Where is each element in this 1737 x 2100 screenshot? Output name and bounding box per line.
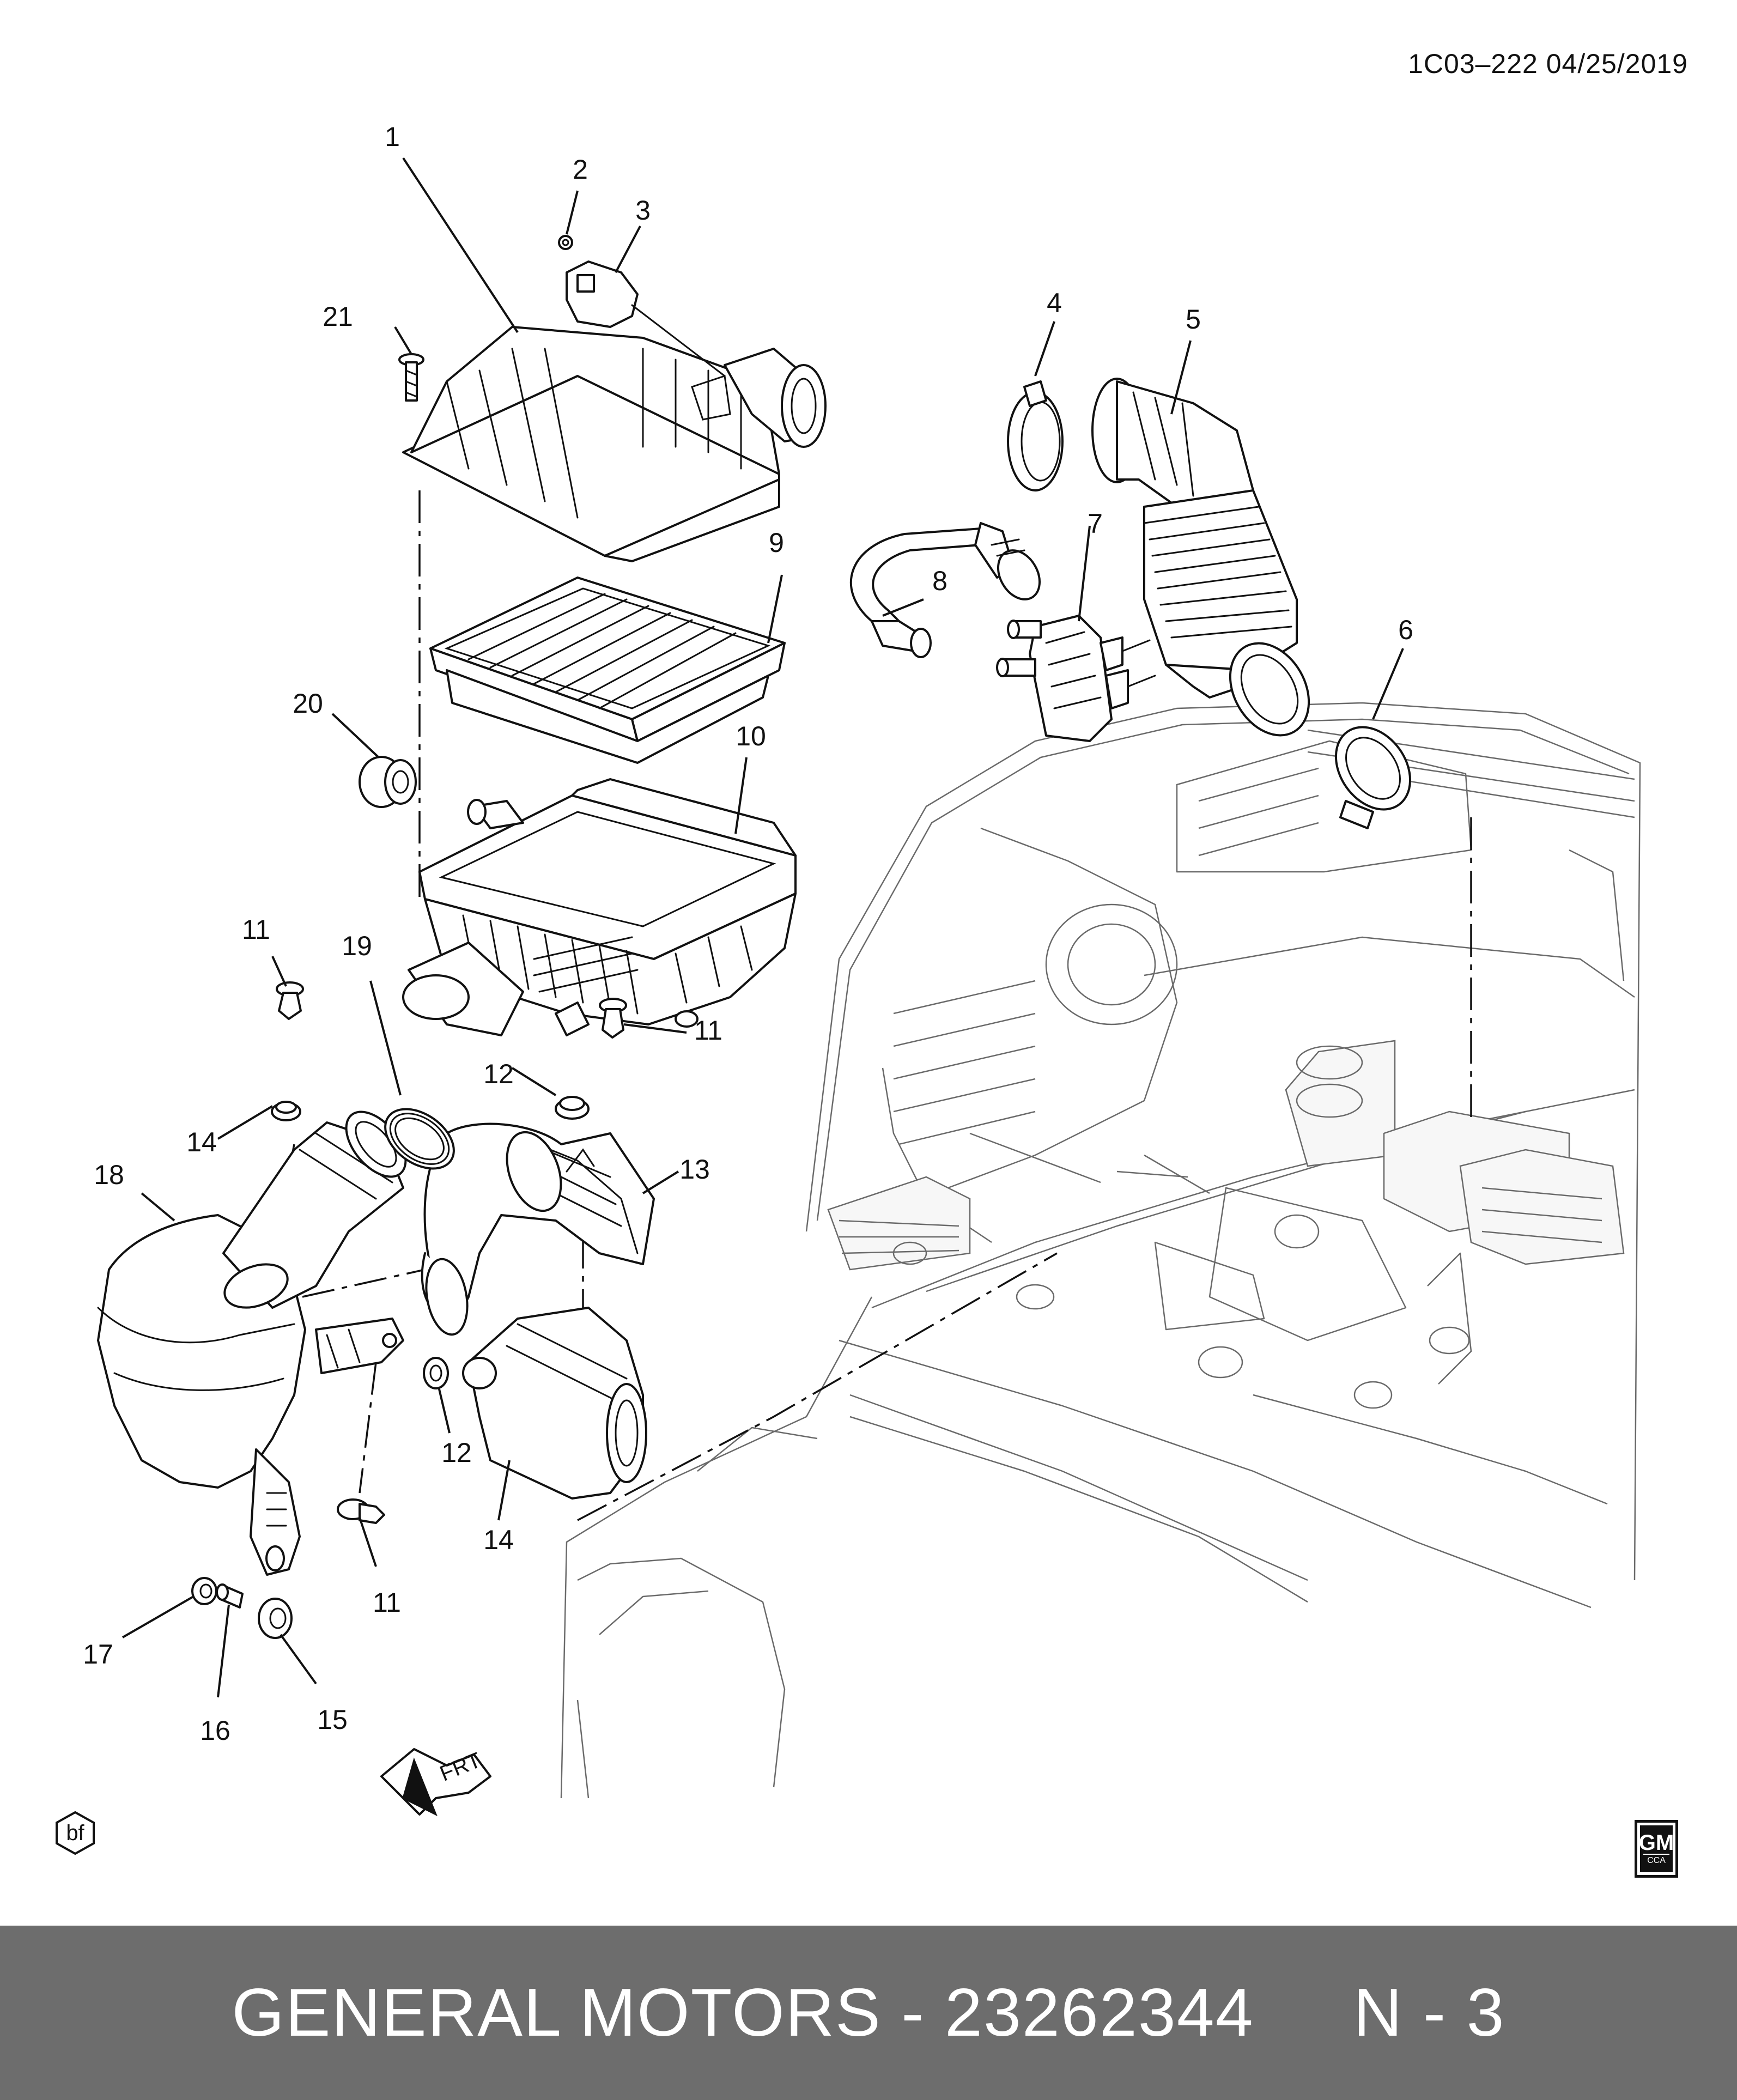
gm-logo-subtext: CCA	[1643, 1854, 1669, 1866]
part-6-clamp	[1334, 726, 1412, 829]
callout-10: 10	[736, 721, 766, 751]
callout-15: 15	[317, 1704, 348, 1735]
leader-lines	[122, 157, 1404, 1698]
callout-11-middle: 11	[694, 1015, 722, 1046]
part-1-air-cleaner-cover	[402, 326, 827, 562]
footer-bar: GENERAL MOTORS - 23262344 N - 3	[0, 1926, 1737, 2100]
callout-14-lower: 14	[483, 1525, 514, 1555]
part-8-vent-hose	[849, 522, 1041, 658]
part-12-grommet-upper	[555, 1096, 590, 1120]
callout-5: 5	[1186, 304, 1201, 335]
front-direction-arrow: FRT	[380, 1748, 491, 1817]
parts-exploded-diagram: 1 2 3 4 5 6 7 8 9 10 11 11 11 12 12 13 1…	[83, 122, 1641, 1817]
callout-13: 13	[679, 1154, 710, 1185]
part-12-grommet-lower	[423, 1357, 449, 1389]
callout-8: 8	[932, 566, 948, 596]
callout-16: 16	[200, 1715, 230, 1746]
part-19-seal	[384, 1108, 455, 1170]
part-11-push-pin-lower	[337, 1498, 385, 1524]
part-5-air-duct	[1091, 378, 1310, 737]
part-14-lower-duct	[462, 1307, 647, 1500]
callout-labels: 1 2 3 4 5 6 7 8 9 10 11 11 11 12 12 13 1…	[83, 122, 1413, 1746]
callout-11-upper: 11	[242, 914, 270, 945]
part-10-air-cleaner-housing	[402, 778, 797, 1036]
callout-18: 18	[94, 1160, 124, 1190]
callout-12-upper: 12	[483, 1059, 514, 1089]
callout-4: 4	[1047, 288, 1062, 318]
callout-20: 20	[293, 688, 323, 719]
part-18-resonator	[97, 1110, 407, 1576]
callout-1: 1	[385, 122, 400, 152]
callout-6: 6	[1398, 615, 1413, 645]
callout-17: 17	[83, 1639, 113, 1670]
engine-bay-illustration	[560, 702, 1641, 1799]
callout-14-upper: 14	[186, 1127, 217, 1157]
callout-11-lower: 11	[373, 1587, 401, 1618]
bf-symbol: bf	[52, 1810, 98, 1856]
part-4-clamp	[1007, 380, 1064, 491]
footer-part-number: GENERAL MOTORS - 23262344 N - 3	[232, 1975, 1505, 2050]
callout-7: 7	[1088, 508, 1103, 539]
gm-logo-text: GM	[1638, 1831, 1674, 1855]
part-11-push-pin-middle	[599, 998, 627, 1039]
part-9-air-filter	[429, 576, 786, 764]
callout-19: 19	[342, 931, 372, 961]
gm-logo: GM CCA	[1635, 1820, 1678, 1878]
callout-3: 3	[635, 195, 651, 226]
part-16-sleeve	[216, 1583, 244, 1609]
bf-symbol-label: bf	[66, 1820, 84, 1845]
part-11-push-pin-upper	[276, 981, 304, 1020]
callout-21: 21	[323, 301, 353, 332]
part-14-grommet-upper	[271, 1101, 301, 1121]
part-3-sensor	[566, 260, 726, 377]
part-2-nut	[558, 235, 573, 250]
part-7-resonator-connector	[996, 615, 1156, 742]
callout-2: 2	[573, 154, 588, 185]
part-21-bolt	[398, 353, 424, 402]
part-17-washer	[191, 1577, 217, 1605]
callout-12-lower: 12	[441, 1437, 472, 1468]
part-20-grommet	[359, 756, 417, 808]
callout-9: 9	[769, 527, 784, 558]
part-15-insulator	[258, 1598, 293, 1639]
document-id: 1C03–222 04/25/2019	[1408, 48, 1688, 79]
part-13-air-inlet-duct	[421, 1122, 655, 1336]
